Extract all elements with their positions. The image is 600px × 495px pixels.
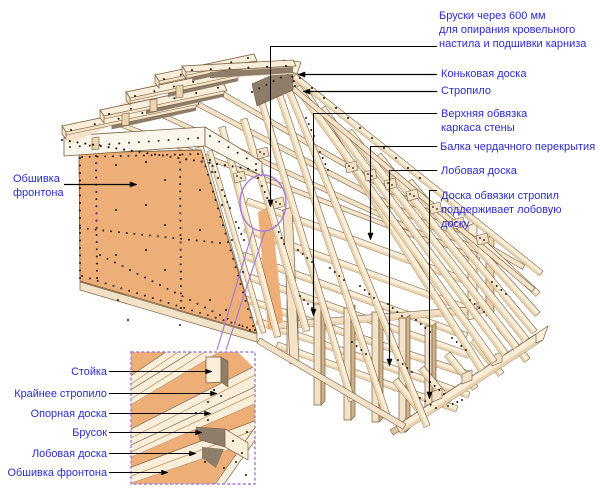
svg-text:Стропило: Стропило (441, 85, 491, 97)
svg-text:поддерживает лобовую: поддерживает лобовую (441, 204, 562, 216)
svg-text:каркаса стены: каркаса стены (441, 122, 515, 134)
svg-text:Брусок: Брусок (72, 427, 107, 439)
svg-text:Стойка: Стойка (71, 366, 108, 378)
svg-text:Верхняя обвязка: Верхняя обвязка (441, 108, 528, 120)
svg-text:для опирания кровельного: для опирания кровельного (439, 24, 575, 36)
svg-text:доску: доску (441, 218, 470, 230)
svg-text:фронтона: фронтона (13, 187, 64, 199)
svg-text:Лобовая доска: Лобовая доска (441, 165, 518, 177)
svg-text:Доска обвязки стропил: Доска обвязки стропил (441, 190, 559, 202)
svg-text:Обшивка фронтона: Обшивка фронтона (8, 467, 108, 479)
svg-text:Бруски через 600 мм: Бруски через 600 мм (439, 10, 546, 22)
svg-text:Обшивка: Обшивка (13, 173, 61, 185)
svg-text:Опорная доска: Опорная доска (31, 408, 108, 420)
svg-text:Крайнее стропило: Крайнее стропило (14, 388, 107, 400)
svg-text:Коньковая доска: Коньковая доска (441, 68, 527, 80)
svg-text:настила и подшивки карниза: настила и подшивки карниза (439, 38, 587, 50)
svg-text:Балка чердачного перекрытия: Балка чердачного перекрытия (440, 141, 595, 153)
svg-text:Лобовая доска: Лобовая доска (32, 448, 108, 460)
